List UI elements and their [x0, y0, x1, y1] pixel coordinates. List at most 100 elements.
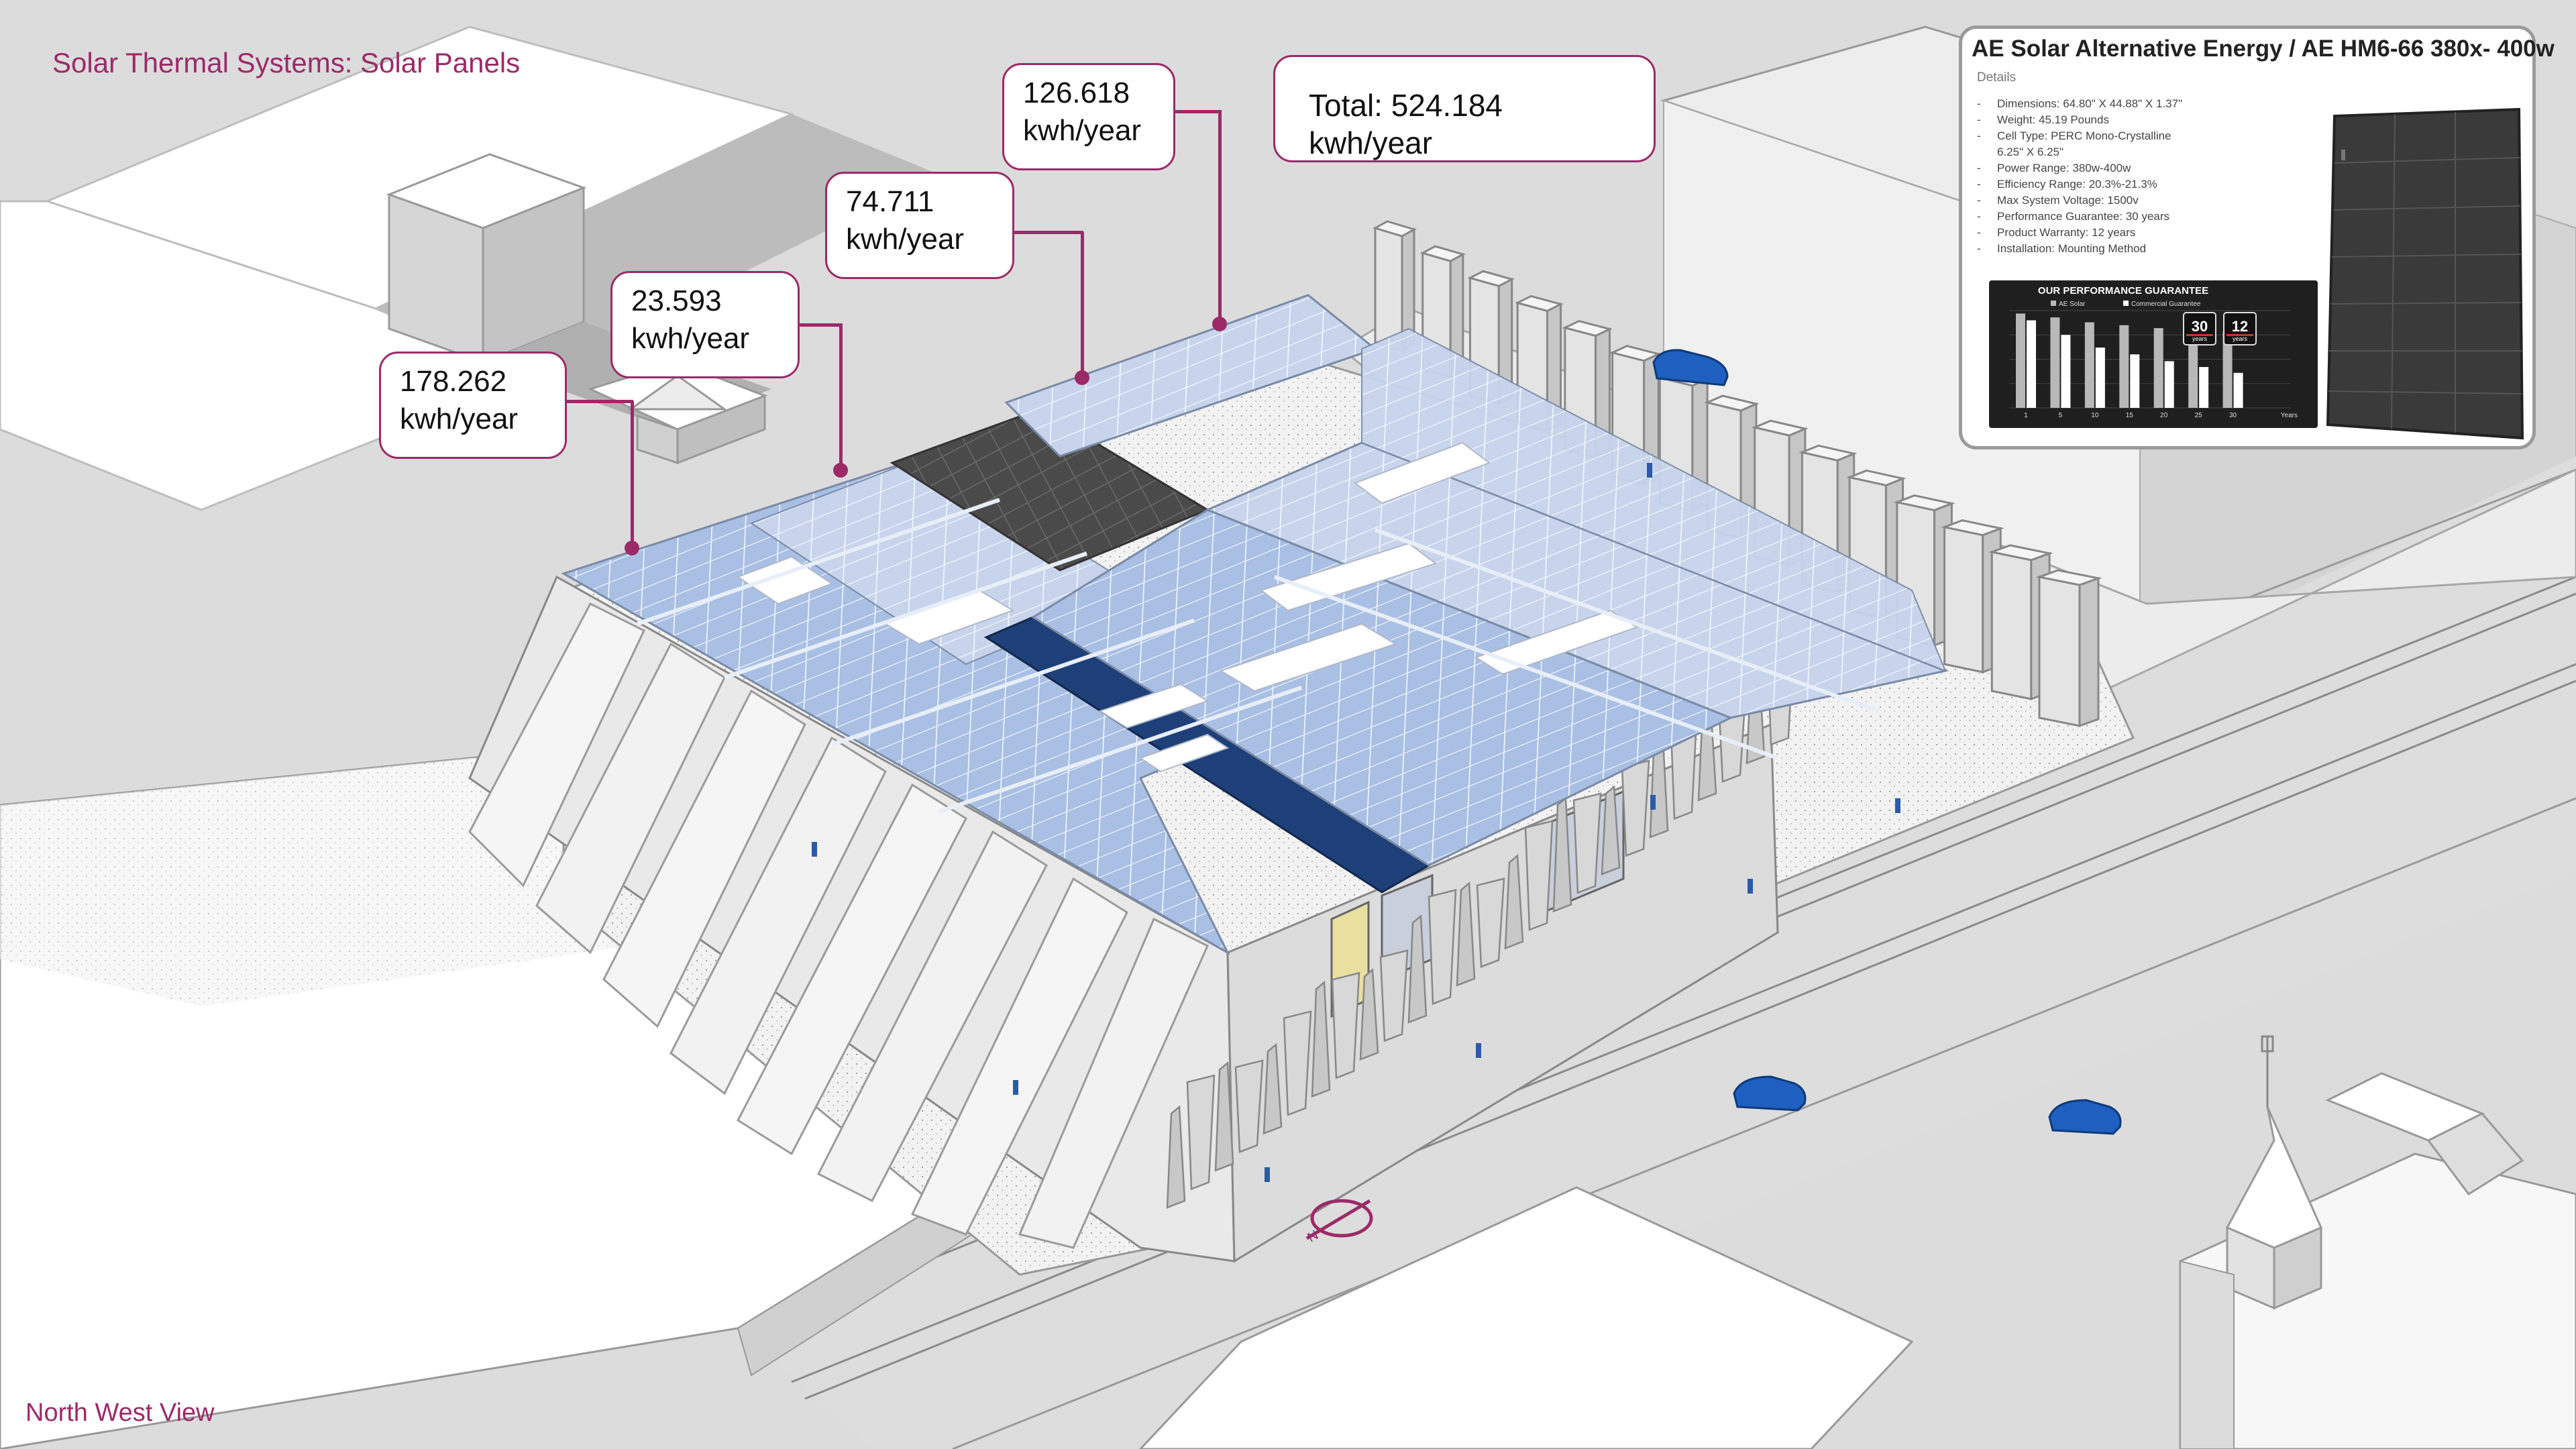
callout-178-value: 178.262 [400, 365, 507, 398]
slab-top [1419, 245, 1466, 262]
slab [1943, 525, 1984, 674]
callout-total-text: Total: 524.184 kwh/year [1309, 88, 1503, 160]
spec-list: -Dimensions: 64.80" X 44.88" X 1.37" -We… [1977, 96, 2326, 257]
slab-top [1609, 345, 1662, 362]
spec-item: -Cell Type: PERC Mono-Crystalline [1977, 129, 2171, 142]
guarantee-badge-unit: years [2192, 335, 2208, 342]
cars [1652, 349, 2122, 1135]
spec-item: -Performance Guarantee: 30 years [1977, 210, 2170, 223]
vertical-fin [1476, 877, 1505, 968]
vertical-fin [1263, 1042, 1283, 1135]
vertical-fin [1331, 971, 1360, 1079]
guarantee-badge [2223, 312, 2257, 345]
vertical-fin [1504, 854, 1524, 950]
x-tick-label: 20 [2160, 412, 2168, 419]
callout-23-unit: kwh/year [631, 322, 750, 355]
bar-commercial [2164, 361, 2174, 408]
vertical-fin [1524, 820, 1554, 931]
vertical-fin [1186, 1074, 1216, 1191]
vertical-fin [1214, 1061, 1234, 1172]
solar-panel-image [2326, 107, 2524, 440]
callout-126-unit: kwh/year [1023, 114, 1142, 147]
car-street-right [2048, 1099, 2122, 1135]
slab-top [1562, 319, 1613, 337]
spec-item: -Weight: 45.19 Pounds [1977, 113, 2109, 126]
vertical-fin [1428, 889, 1457, 1006]
slab-top [1467, 270, 1515, 287]
spec-item: -Power Range: 380w-400w [1977, 162, 2131, 174]
spec-item: -Max System Voltage: 1500v [1977, 194, 2139, 207]
bar-commercial [2027, 320, 2036, 408]
slab-top [2035, 569, 2102, 586]
bar-ae [2084, 322, 2094, 408]
slab-top [1751, 419, 1809, 437]
page-title: Solar Thermal Systems: Solar Panels [52, 47, 521, 78]
callout-23: 23.593 kwh/year [610, 271, 800, 378]
car-top-right [1652, 349, 1729, 386]
leader-c1-dot [625, 541, 639, 555]
vertical-fin [1621, 759, 1650, 857]
vertical-fin [1311, 980, 1331, 1098]
guarantee-badge-value: 30 [2192, 318, 2208, 335]
callout-total: Total: 524.184 kwh/year [1273, 55, 1656, 162]
leader-c1-v [631, 401, 634, 547]
spec-title: AE Solar Alternative Energy / AE HM6-66 … [1972, 36, 2555, 62]
leader-c3-dot [1075, 370, 1089, 385]
legend-swatch-ae [2051, 301, 2056, 306]
callout-126-value: 126.618 [1023, 76, 1130, 109]
bar-commercial [2233, 372, 2243, 408]
legend-swatch-commercial [2123, 301, 2129, 306]
leader-c4-h [1174, 110, 1222, 113]
roof-white-gaps [736, 441, 1639, 773]
bar-commercial [2130, 354, 2140, 408]
vertical-fin [1359, 968, 1379, 1061]
people [812, 463, 1900, 1182]
bar-ae [2119, 325, 2129, 408]
slab-side [2078, 576, 2100, 728]
car-street-middle [1733, 1075, 1807, 1112]
x-axis-label: Years [2281, 412, 2298, 419]
leader-c4-v [1218, 111, 1222, 323]
spec-item: -Installation: Mounting Method [1977, 242, 2147, 255]
vertical-fins [1166, 631, 1795, 1209]
spec-item: -Efficiency Range: 20.3%-21.3% [1977, 178, 2157, 191]
x-tick-label: 1 [2024, 412, 2028, 419]
slab-top [1799, 444, 1858, 462]
spec-item: 6.25" X 6.25" [1997, 146, 2064, 158]
bar-ae [2050, 317, 2060, 408]
bar-commercial [2199, 367, 2209, 408]
slab-top [1704, 394, 1760, 412]
bar-ae [2153, 328, 2163, 408]
callout-126: 126.618 kwh/year [1002, 63, 1175, 170]
callout-178: 178.262 kwh/year [379, 352, 567, 459]
leader-c3-h [1013, 231, 1083, 234]
spec-item: -Dimensions: 64.80" X 44.88" X 1.37" [1977, 97, 2183, 110]
vertical-fin [1166, 1105, 1186, 1209]
slab [1990, 551, 2033, 700]
slab-top [1373, 220, 1417, 237]
guarantee-badge-unit: years [2233, 335, 2248, 342]
legend-label-ae: AE Solar [2059, 301, 2086, 308]
spec-sheet: AE Solar Alternative Energy / AE HM6-66 … [1959, 25, 2555, 449]
leader-c3-v [1081, 232, 1084, 378]
bar-commercial [2095, 347, 2105, 408]
callout-74: 74.711 kwh/year [825, 172, 1014, 279]
slab [2038, 576, 2081, 727]
vertical-fin [1456, 881, 1476, 987]
roof-far-right [1361, 327, 1947, 672]
slab [1374, 226, 1403, 352]
slab-top [1988, 544, 2053, 561]
leader-c2-h [798, 323, 843, 327]
slab-top [1514, 294, 1564, 313]
vertical-fin [1283, 1010, 1312, 1116]
callout-74-unit: kwh/year [846, 223, 965, 256]
leader-c2-v [839, 325, 843, 471]
leader-c1-h [564, 400, 633, 403]
guarantee-badge-value: 12 [2232, 318, 2248, 335]
callout-178-unit: kwh/year [400, 402, 519, 435]
facade-diagonal-fins [468, 602, 1209, 1249]
bar-ae [2188, 330, 2198, 408]
callout-74-value: 74.711 [846, 185, 934, 218]
leader-c2-dot [833, 463, 848, 478]
